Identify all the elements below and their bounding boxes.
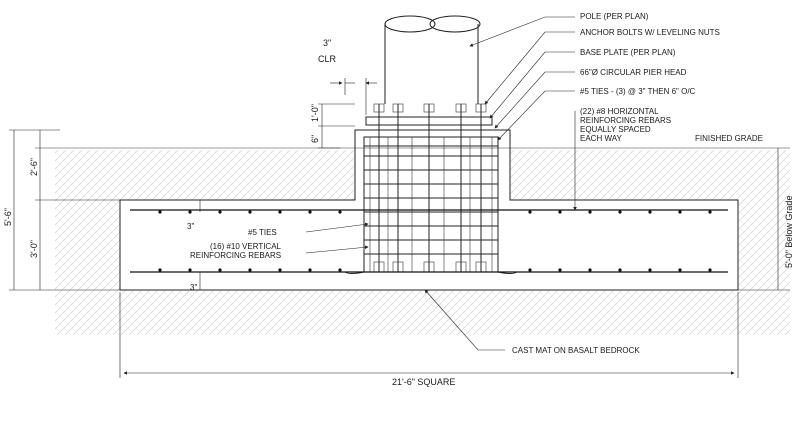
- pier-rebar-cage: [344, 136, 518, 274]
- ties-left-label: #5 TIES: [248, 228, 277, 237]
- horizontal-rebar-line3: EQUALLY SPACED: [580, 125, 651, 134]
- horizontal-rebar-line2: REINFORCING REBARS: [580, 116, 671, 125]
- finished-grade-label: FINISHED GRADE: [695, 134, 763, 143]
- anchor-bolts: [373, 103, 487, 273]
- pole: [384, 15, 481, 104]
- vertical-rebar-line1: (16) #10 VERTICAL: [210, 242, 282, 251]
- pier-above-grade-dim: 1'-0": [310, 104, 320, 122]
- ties-top-label: #5 TIES - (3) @ 3" THEN 6" O/C: [580, 87, 696, 96]
- clr-label: CLR: [318, 54, 337, 64]
- anchor-bolts-label: ANCHOR BOLTS W/ LEVELING NUTS: [580, 28, 720, 37]
- width-dimension: [119, 292, 739, 378]
- pier-head-label: 66"Ø CIRCULAR PIER HEAD: [580, 68, 687, 77]
- clr-dimension: [330, 78, 377, 115]
- anchor-bolt: [373, 103, 385, 273]
- pole-label: POLE (PER PLAN): [580, 12, 649, 21]
- anchor-bolt: [455, 103, 467, 273]
- cover-bottom-dim: 3": [190, 283, 197, 292]
- clr-value: 3": [323, 38, 331, 48]
- base-plate-label: BASE PLATE (PER PLAN): [580, 48, 676, 57]
- horizontal-rebar-line4: EACH WAY: [580, 134, 622, 143]
- anchor-bolt: [392, 103, 404, 273]
- right-dimension: [738, 148, 790, 291]
- total-depth-dim: 5'-6": [3, 208, 13, 226]
- horizontal-rebar-line1: (22) #8 HORIZONTAL: [580, 107, 659, 116]
- left-callout-leaders: [305, 222, 369, 254]
- cover-top-dim: 3": [187, 222, 194, 231]
- mat-bottom-rebar: [130, 268, 728, 273]
- mat-top-rebar: [130, 209, 728, 214]
- callout-leaders: [469, 16, 577, 211]
- upper-depth-dim: 2'-6": [29, 158, 39, 176]
- anchor-bolt: [475, 103, 487, 273]
- left-dimensions: [9, 129, 120, 291]
- below-grade-dim: 5'-0" Below Grade: [784, 196, 794, 268]
- cast-mat-leader: [424, 289, 505, 351]
- cast-mat-label: CAST MAT ON BASALT BEDROCK: [512, 346, 640, 355]
- plate-height-dim: 6": [310, 135, 320, 143]
- pier-head-dimension: [318, 103, 355, 149]
- vertical-rebar-line2: REINFORCING REBARS: [190, 251, 281, 260]
- soil-hatching: [55, 150, 790, 335]
- anchor-bolt: [423, 103, 435, 273]
- width-dim: 21'-6" SQUARE: [392, 377, 455, 387]
- mat-thickness-dim: 3'-0": [29, 240, 39, 258]
